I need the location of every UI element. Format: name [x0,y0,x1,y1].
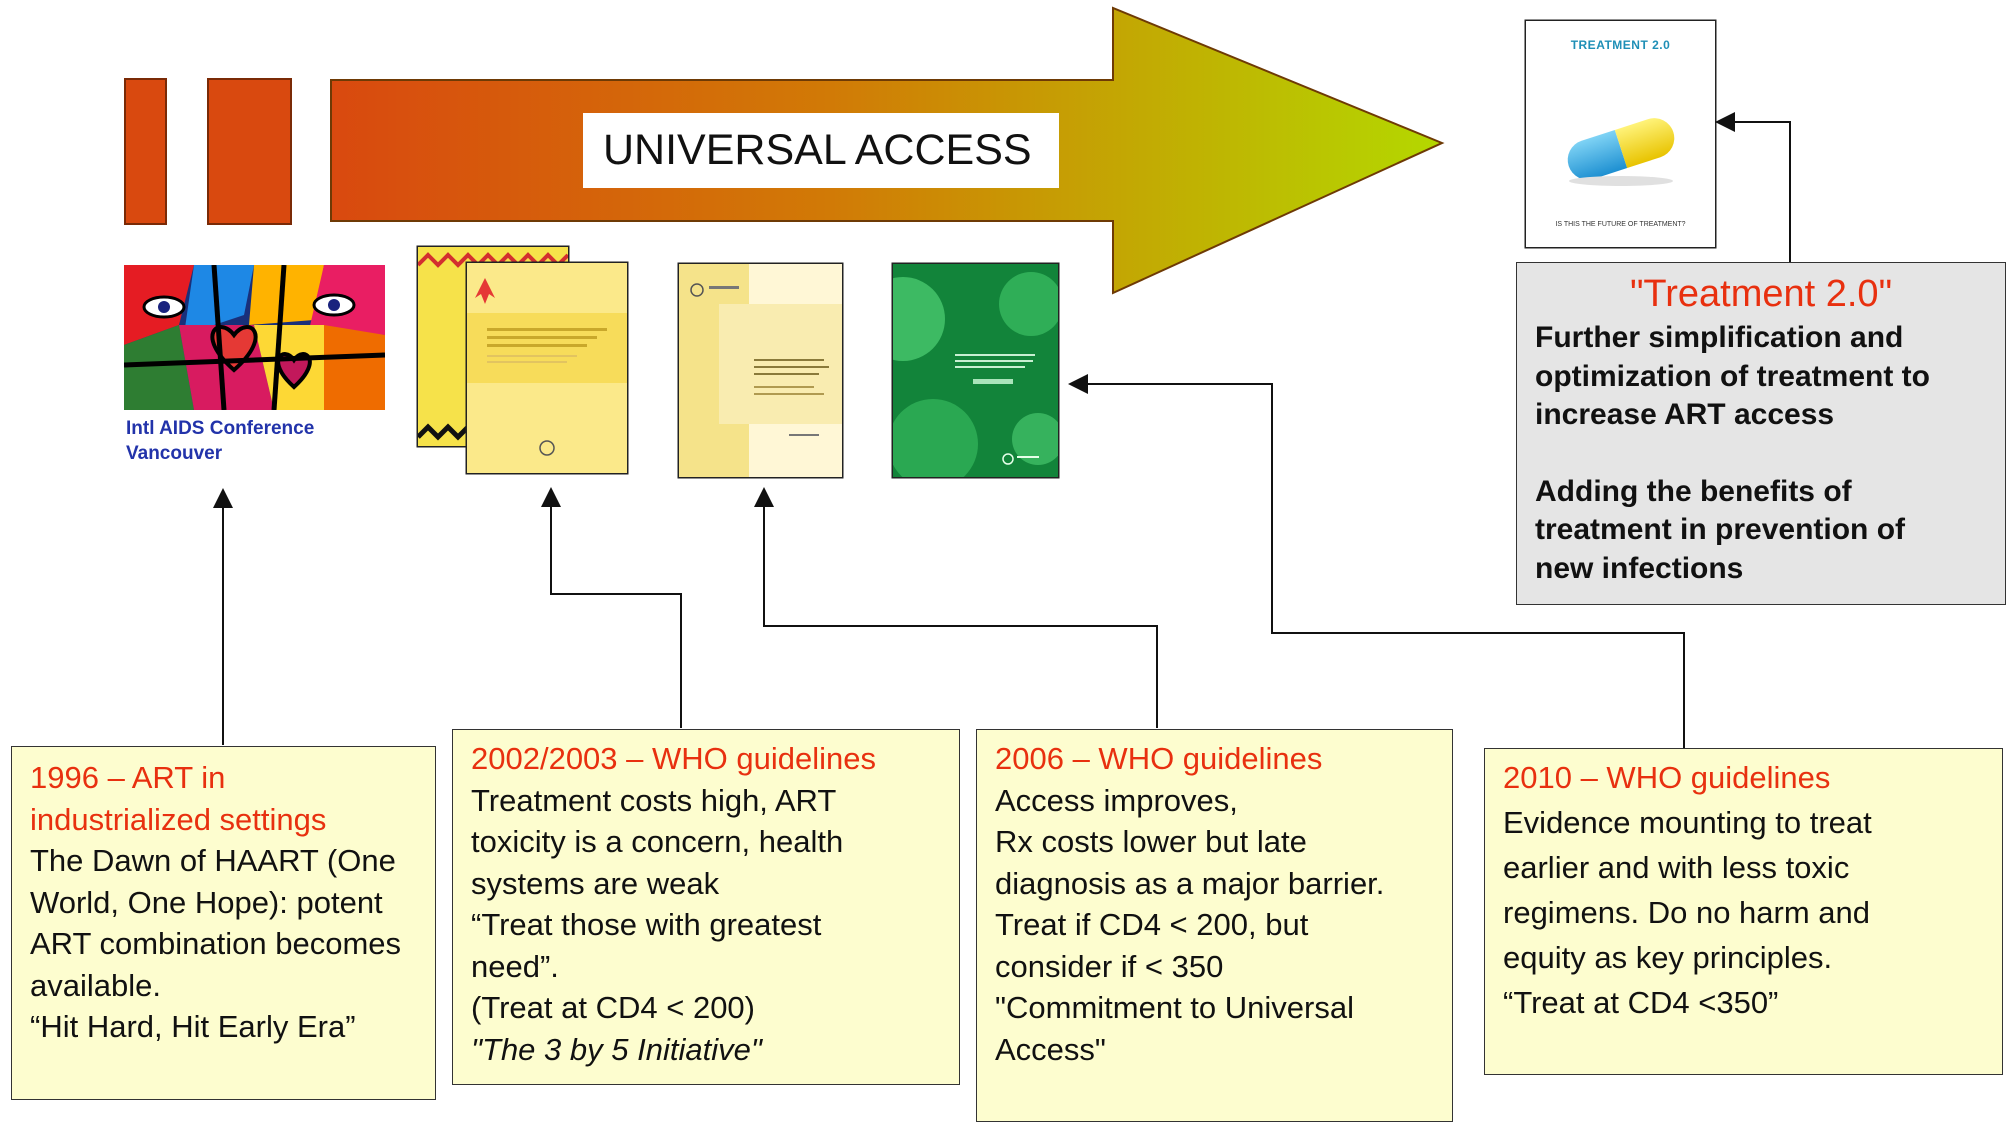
treatment20-line: treatment in prevention of [1535,513,1906,546]
note-line: 1996 – ART in [30,760,226,795]
note-2002: 2002/2003 – WHO guidelines Treatment cos… [452,729,960,1085]
treatment20-line: increase ART access [1535,398,1835,431]
note-line: systems are weak [471,865,720,901]
universal-access-label: UNIVERSAL ACCESS [583,113,1059,188]
treatment20-line: new infections [1535,551,1744,585]
note-line: 2010 – WHO guidelines [1503,760,1831,795]
treatment20-cover: TREATMENT 2.0 IS THIS THE FUTURE OF TREA… [1526,21,1715,247]
note-line: Evidence mounting to treat [1503,805,1872,840]
note-line: industrialized settings [30,801,327,837]
treatment20-box-body: Further simplification and optimization … [1535,319,1987,588]
timeline-bar-2 [207,78,292,225]
note-line: need”. [471,948,559,984]
note-2006: 2006 – WHO guidelines Access improves, R… [976,729,1453,1122]
note-line: (Treat at CD4 < 200) [471,990,755,1025]
conference-artwork-image [124,265,385,410]
conference-label: Intl AIDS Conference Vancouver [126,416,386,466]
note-2002-body: Treatment costs high, ART toxicity is a … [471,780,941,1071]
report-cover-2006-art [679,264,842,477]
pill-icon [1567,118,1675,186]
note-line: World, One Hope): potent [30,884,383,920]
note-line: 2002/2003 – WHO guidelines [471,741,876,776]
note-2010: 2010 – WHO guidelines Evidence mounting … [1484,748,2003,1075]
note-line: “Hit Hard, Hit Early Era” [30,1009,356,1044]
report-cover-2002-front-art [467,263,627,473]
treatment20-line: Adding the benefits of [1535,474,1852,508]
note-line: regimens. Do no harm and [1503,895,1871,930]
arrow-2002 [541,487,682,728]
treatment20-line: Further simplification and [1535,321,1904,354]
note-2010-head: 2010 – WHO guidelines [1503,755,1984,800]
note-line: Access improves, [995,782,1238,818]
arrow-2006 [754,487,1158,728]
note-line: Treat if CD4 < 200, but [995,907,1309,942]
treatment20-box-title: "Treatment 2.0" [1629,273,1893,315]
note-line: equity as key principles. [1503,940,1833,975]
treatment20-cover-title: TREATMENT 2.0 [1570,38,1671,52]
note-1996-body: The Dawn of HAART (One World, One Hope):… [30,840,417,1048]
treatment20-line: optimization of treatment to [1535,359,1930,393]
note-line: earlier and with less toxic [1503,850,1850,885]
note-line: consider if < 350 [995,948,1224,984]
note-line: 2006 – WHO guidelines [995,741,1323,776]
note-2002-head: 2002/2003 – WHO guidelines [471,738,941,780]
note-line: The Dawn of HAART (One [30,843,396,878]
note-line-italic: "The 3 by 5 Initiative" [471,1031,762,1067]
note-line: toxicity is a concern, health [471,824,844,859]
note-2010-body: Evidence mounting to treat earlier and w… [1503,800,1984,1025]
note-line: "Commitment to Universal [995,990,1354,1025]
note-line: “Treat at CD4 <350” [1503,985,1779,1020]
note-2006-body: Access improves, Rx costs lower but late… [995,780,1434,1071]
note-line: “Treat those with greatest [471,907,822,942]
treatment20-cover-footer: IS THIS THE FUTURE OF TREATMENT? [1555,221,1686,228]
conference-label-line1: Intl AIDS Conference [126,418,315,439]
report-cover-2010 [893,264,1058,477]
note-line: diagnosis as a major barrier. [995,865,1385,901]
report-cover-2002-front [467,263,627,473]
arrow-2010 [1068,374,1685,748]
note-line: Treatment costs high, ART [471,782,837,818]
note-line: ART combination becomes [30,926,402,961]
note-1996-head: 1996 – ART in industrialized settings [30,757,417,840]
conference-artwork [124,265,385,410]
note-1996: 1996 – ART in industrialized settings Th… [11,746,436,1100]
note-line: Access" [995,1031,1106,1067]
arrow-treatment20 [1715,112,1791,262]
timeline-bar-1 [124,78,167,225]
note-line: available. [30,967,161,1003]
report-cover-2010-art [893,264,1058,477]
conference-label-line2: Vancouver [126,443,223,464]
note-2006-head: 2006 – WHO guidelines [995,738,1434,780]
note-line: Rx costs lower but late [995,824,1307,859]
report-cover-2006 [679,264,842,477]
